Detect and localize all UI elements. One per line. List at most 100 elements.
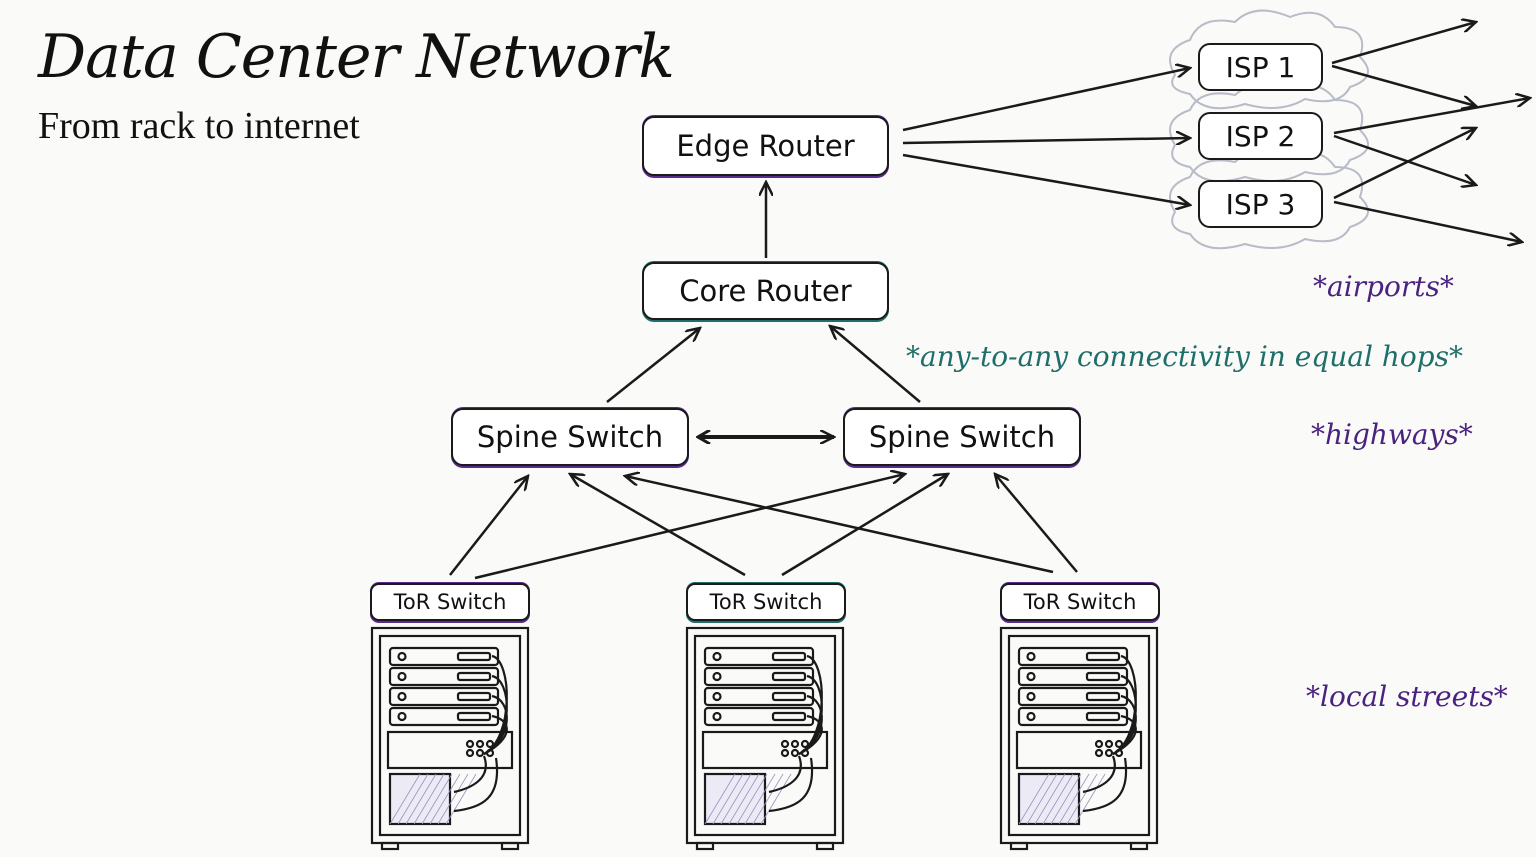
power-led-icon: [1026, 691, 1036, 702]
arrow-tor3-to-spine2: [995, 474, 1078, 573]
drive-slot: [1085, 711, 1121, 722]
port-icon: [790, 739, 800, 749]
storage-unit: [388, 772, 452, 826]
drive-slot: [456, 711, 492, 722]
cable: [1112, 674, 1137, 755]
drive-slot: [771, 711, 807, 722]
arrow-edge-to-isp2: [902, 138, 1190, 143]
server-rack-1: [370, 626, 530, 845]
power-led-icon: [1026, 711, 1036, 722]
cable: [798, 714, 823, 755]
cable: [1082, 755, 1116, 794]
power-led-icon: [712, 671, 722, 682]
cable: [1082, 757, 1128, 813]
tor-switch-node-1[interactable]: ToR Switch: [370, 583, 530, 621]
patch-panel: [1015, 730, 1143, 770]
annotation-local-streets: *local streets*: [1306, 680, 1508, 713]
drive-slot: [771, 691, 807, 702]
page-subtitle: From rack to internet: [38, 105, 360, 147]
port-icon: [485, 748, 495, 758]
cable: [798, 654, 823, 755]
annotation-airports: *airports*: [1313, 270, 1454, 303]
power-led-icon: [397, 691, 407, 702]
edge-router-node[interactable]: Edge Router: [642, 116, 889, 176]
cable: [483, 674, 508, 755]
cable: [798, 694, 823, 755]
server-unit: [703, 666, 815, 687]
drive-slot: [456, 691, 492, 702]
arrow-isp1-out-1: [1331, 22, 1476, 65]
server-unit: [388, 706, 500, 727]
cable: [1112, 694, 1137, 755]
arrow-tor3-to-spine1: [625, 476, 1054, 574]
page-title: Data Center Network: [38, 22, 675, 92]
port-icon: [475, 748, 485, 758]
server-unit: [1017, 646, 1129, 667]
spine-switch-node-1[interactable]: Spine Switch: [451, 408, 689, 466]
cable: [453, 757, 499, 813]
server-unit: [703, 646, 815, 667]
arrow-tor1-to-spine1: [449, 476, 528, 576]
spine-switch-node-2[interactable]: Spine Switch: [843, 408, 1081, 466]
port-icon: [475, 739, 485, 749]
arrow-tor1-to-spine2: [474, 474, 905, 580]
port-icon: [1114, 748, 1124, 758]
port-icon: [1104, 748, 1114, 758]
port-icon: [1094, 748, 1104, 758]
server-unit: [703, 686, 815, 707]
drive-slot: [456, 671, 492, 682]
annotation-highways: *highways*: [1311, 418, 1473, 451]
drive-slot: [771, 651, 807, 662]
port-icon: [780, 739, 790, 749]
server-unit: [703, 706, 815, 727]
port-icon: [1114, 739, 1124, 749]
server-unit: [388, 646, 500, 667]
cable: [1112, 714, 1137, 755]
cable: [483, 694, 508, 755]
power-led-icon: [397, 711, 407, 722]
cable: [483, 714, 508, 755]
patch-panel: [386, 730, 514, 770]
cable: [453, 755, 487, 794]
isp-node-2[interactable]: ISP 2: [1198, 112, 1323, 160]
cable: [768, 757, 814, 813]
power-led-icon: [1026, 651, 1036, 662]
storage-unit: [1017, 772, 1081, 826]
arrow-spine1-to-core: [606, 328, 700, 403]
rack-foot: [1129, 841, 1149, 851]
drive-slot: [771, 671, 807, 682]
cable: [1112, 654, 1137, 755]
server-unit: [388, 666, 500, 687]
drive-slot: [1085, 691, 1121, 702]
drive-slot: [1085, 671, 1121, 682]
port-icon: [465, 748, 475, 758]
arrow-isp1-out-2: [1331, 64, 1476, 106]
port-icon: [780, 748, 790, 758]
storage-unit: [703, 772, 767, 826]
rack-foot: [500, 841, 520, 851]
port-icon: [465, 739, 475, 749]
rack-foot: [380, 841, 400, 851]
port-icon: [1104, 739, 1114, 749]
core-router-node[interactable]: Core Router: [642, 262, 889, 320]
isp-node-3[interactable]: ISP 3: [1198, 180, 1323, 228]
power-led-icon: [712, 651, 722, 662]
power-led-icon: [397, 651, 407, 662]
server-rack-3: [999, 626, 1159, 845]
isp-node-1[interactable]: ISP 1: [1198, 43, 1323, 91]
server-unit: [1017, 686, 1129, 707]
patch-panel: [701, 730, 829, 770]
arrow-tor2-to-spine1: [570, 474, 746, 577]
arrow-edge-to-isp3: [902, 153, 1190, 205]
port-icon: [800, 739, 810, 749]
server-unit: [1017, 706, 1129, 727]
drive-slot: [1085, 651, 1121, 662]
server-unit: [388, 686, 500, 707]
rack-foot: [695, 841, 715, 851]
cable: [483, 654, 508, 755]
cable: [798, 674, 823, 755]
port-icon: [800, 748, 810, 758]
port-icon: [1094, 739, 1104, 749]
tor-switch-node-3[interactable]: ToR Switch: [1000, 583, 1160, 621]
tor-switch-node-2[interactable]: ToR Switch: [686, 583, 846, 621]
